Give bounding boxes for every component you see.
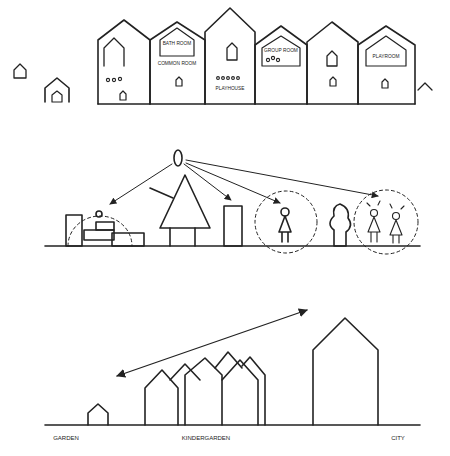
view-study xyxy=(45,150,420,254)
zone-label: CITY xyxy=(391,435,405,441)
zone-label: GARDEN xyxy=(53,435,79,441)
room-label: GROUP ROOM xyxy=(264,49,298,54)
room-label: BATH ROOM xyxy=(163,42,192,47)
zone-label: KINDERGARDEN xyxy=(182,435,230,441)
room-label: COMMON ROOM xyxy=(158,62,197,67)
section-view xyxy=(45,310,420,425)
room-label: PLAYHOUSE xyxy=(216,87,245,92)
house-row xyxy=(14,8,432,104)
room-label: PLAYROOM xyxy=(373,55,400,60)
